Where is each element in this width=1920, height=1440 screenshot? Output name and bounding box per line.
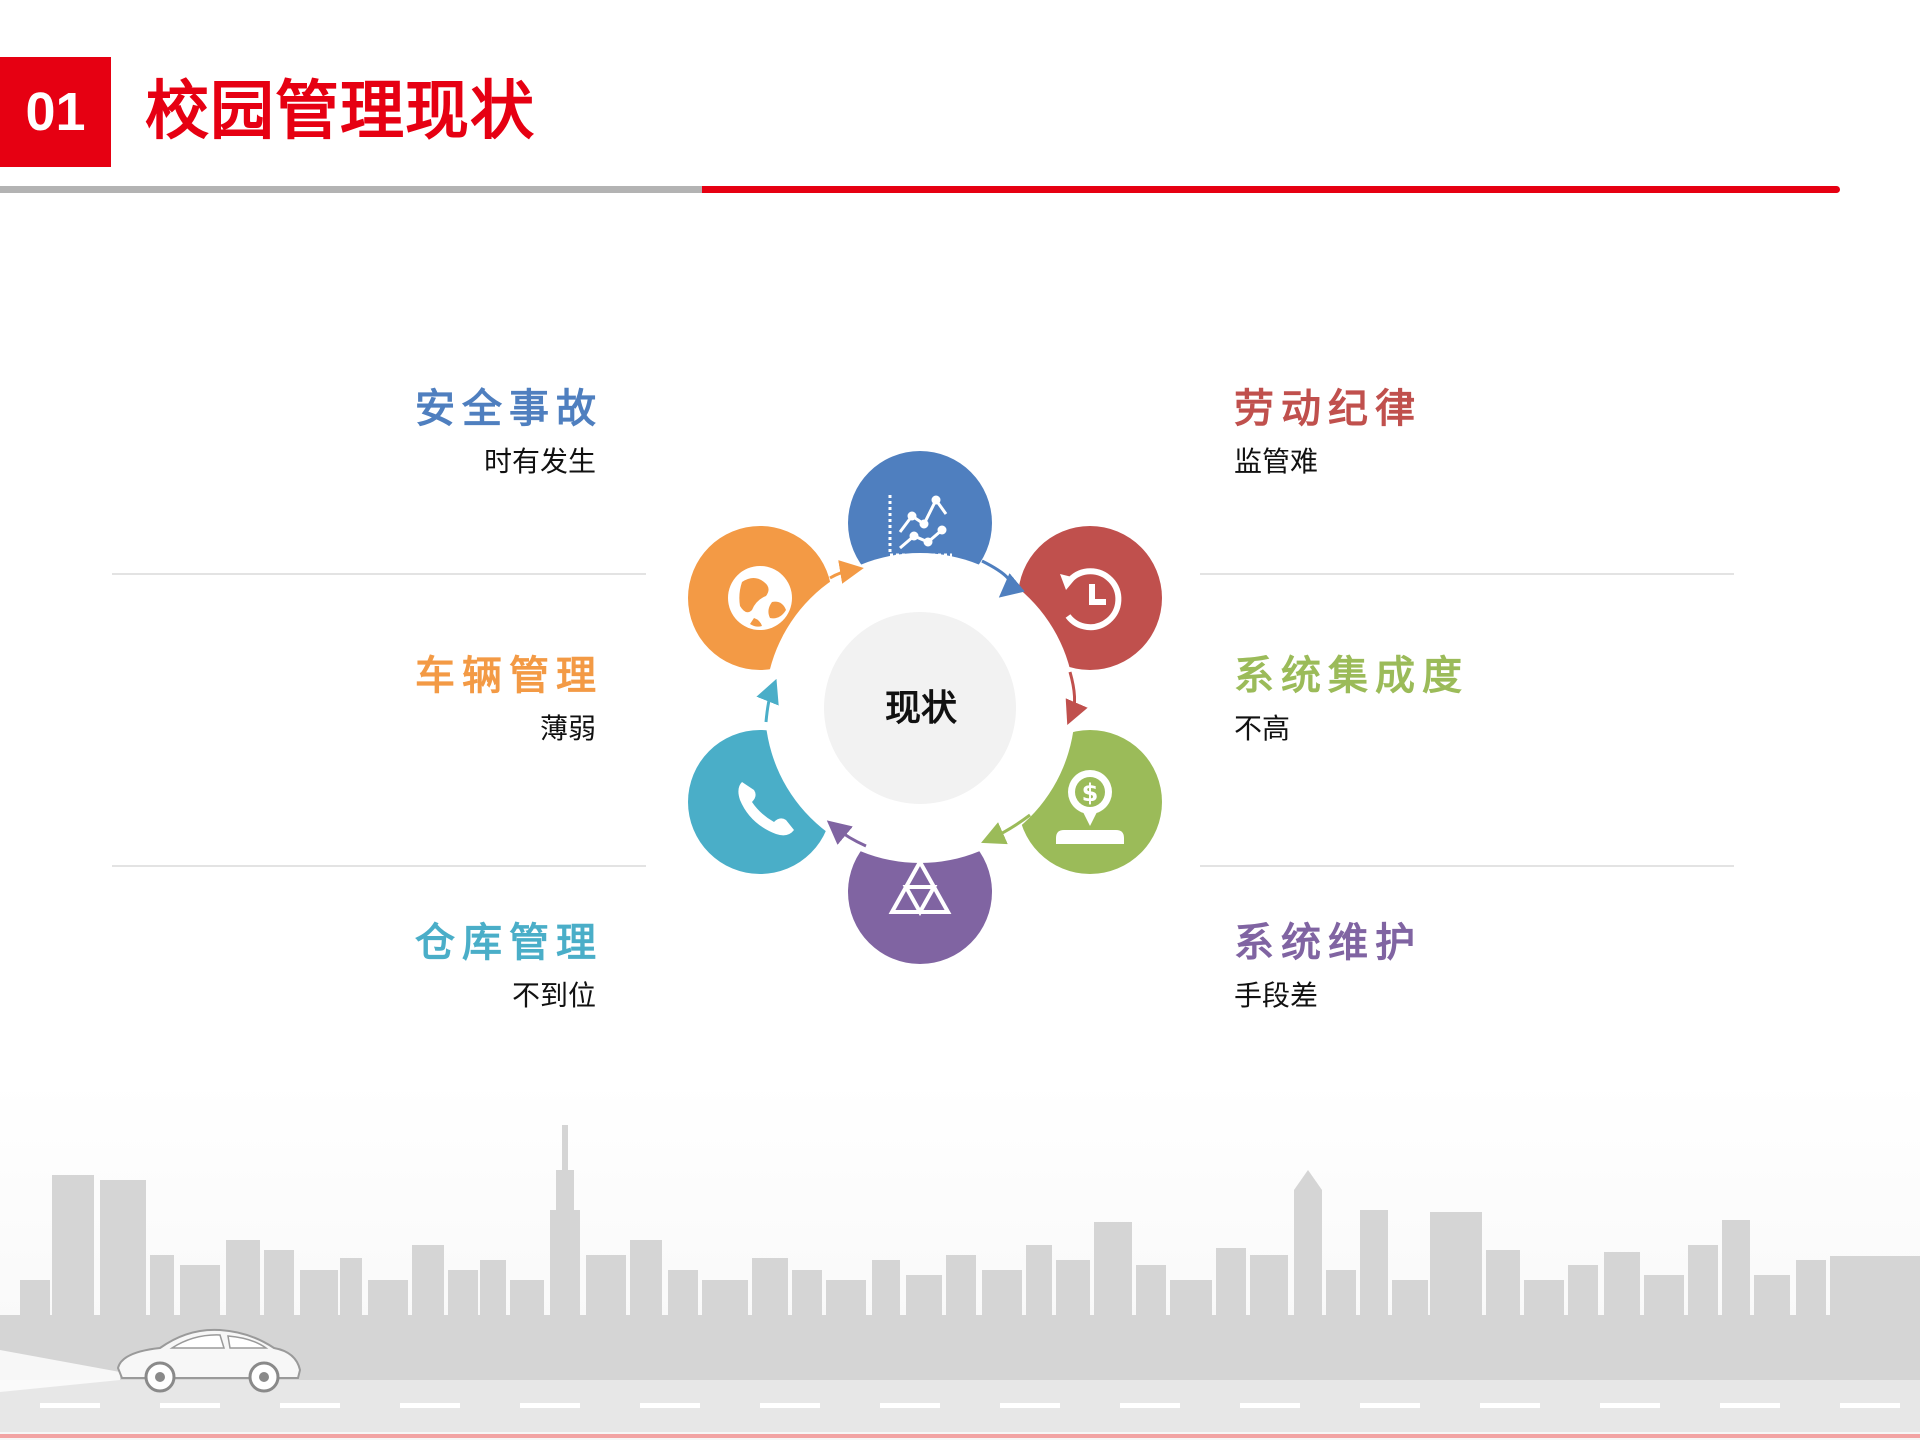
item-subtitle: 不到位 <box>511 979 596 1012</box>
bottom-red-line <box>0 1434 1920 1438</box>
item-title: 系统维护 <box>1234 920 1422 966</box>
section-number: 01 <box>0 57 111 167</box>
car-illustration <box>0 1328 302 1393</box>
item-subtitle: 监管难 <box>1234 445 1319 478</box>
center-label: 现状 <box>884 688 957 729</box>
item-safety-accident: 安全事故 时有发生 <box>76 384 596 480</box>
divider-right-1 <box>1200 573 1734 575</box>
triangle-icon <box>888 857 952 917</box>
phone-icon <box>738 782 794 836</box>
chart-icon <box>888 495 952 557</box>
city-skyline-illustration <box>0 1080 1920 1440</box>
divider-left-1 <box>112 573 646 575</box>
item-system-integration: 系统集成度 不高 <box>1234 651 1754 747</box>
arrow-orange <box>829 560 864 584</box>
item-labor-discipline: 劳动纪律 监管难 <box>1234 384 1754 480</box>
arrow-blue <box>981 559 1025 598</box>
item-subtitle: 手段差 <box>1234 979 1319 1012</box>
item-title: 系统集成度 <box>1234 653 1469 699</box>
header-rule-red <box>702 186 1840 193</box>
item-title: 仓库管理 <box>415 920 603 966</box>
history-clock-icon <box>1060 568 1122 631</box>
item-warehouse-management: 仓库管理 不到位 <box>76 918 596 1014</box>
item-subtitle: 不高 <box>1234 712 1291 745</box>
hub-core <box>824 612 1016 804</box>
item-title: 劳动纪律 <box>1234 386 1422 432</box>
item-title: 车辆管理 <box>415 653 603 699</box>
divider-right-2 <box>1200 865 1734 867</box>
road-markings <box>40 1403 1900 1408</box>
page-title: 校园管理现状 <box>145 75 535 149</box>
item-title: 安全事故 <box>415 386 603 432</box>
svg-text:$: $ <box>1082 779 1099 807</box>
arrow-purple <box>826 820 867 848</box>
dollar-location-icon: $ <box>1056 770 1124 844</box>
item-system-maintenance: 系统维护 手段差 <box>1234 918 1754 1014</box>
arrow-red <box>1065 671 1088 726</box>
item-subtitle: 时有发生 <box>483 445 596 478</box>
item-vehicle-management: 车辆管理 薄弱 <box>76 651 596 747</box>
divider-left-2 <box>112 865 646 867</box>
arrow-green <box>981 813 1031 845</box>
header-rule-grey <box>0 186 702 193</box>
item-subtitle: 薄弱 <box>539 712 596 745</box>
arrow-teal <box>756 678 779 723</box>
cycle-diagram: $ <box>688 451 1162 964</box>
globe-icon <box>728 566 792 630</box>
